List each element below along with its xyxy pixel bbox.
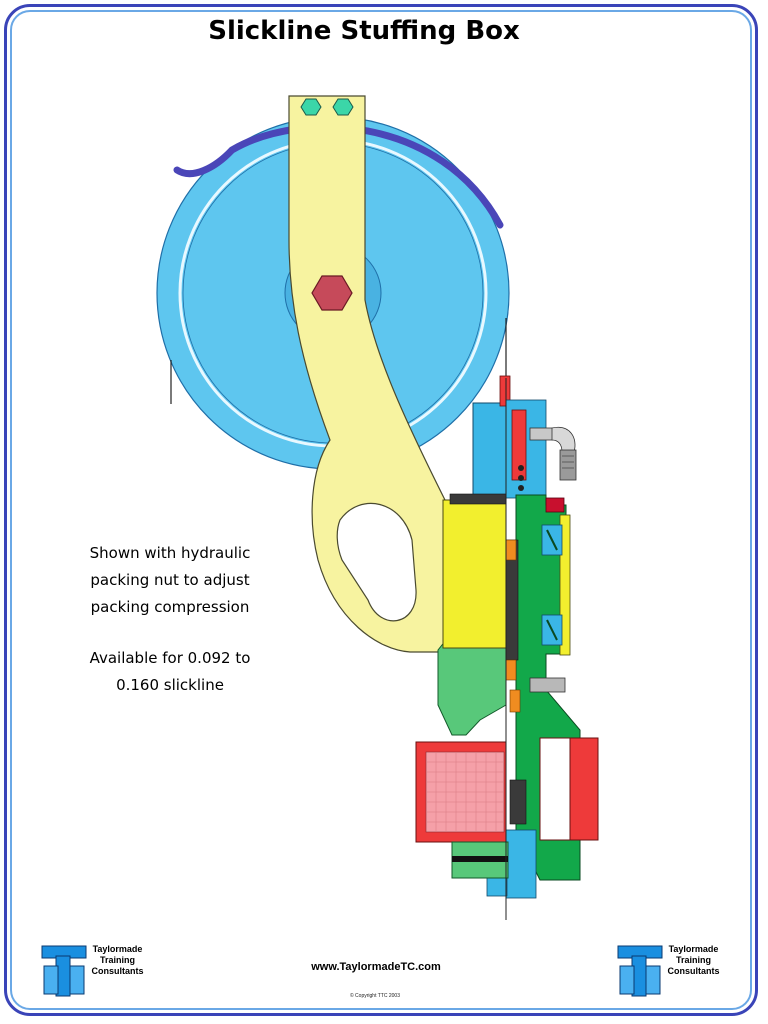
caption-line: packing nut to adjust [90,571,250,589]
logo-line: Taylormade [92,944,143,954]
sheave-hex-bolt [311,275,353,311]
caption-line: 0.160 slickline [116,676,224,694]
packing-ring-bottom [505,659,517,681]
nut-right-sleeve [559,514,571,656]
side-port-fitting [529,677,566,693]
guide-bolt-right [332,98,354,116]
packing-ring-lower [509,689,521,713]
packing-ring-top [505,539,517,561]
logo-right: Taylormade Training Consultants [616,944,734,998]
logo-line: Consultants [667,966,720,976]
logo-wordmark: Taylormade Training Consultants [75,944,160,977]
hydraulic-elbow-fitting [529,426,577,481]
nut-red-top [545,497,565,513]
arm-slot [336,502,417,622]
logo-wordmark: Taylormade Training Consultants [651,944,736,977]
logo-line: Consultants [91,966,144,976]
lower-seal [509,779,527,825]
right-union-nut [569,737,599,841]
footer-url[interactable]: www.TaylormadeTC.com [311,961,441,973]
caption-line: Shown with hydraulic [89,544,251,562]
body-lower-left [437,639,507,736]
wire-guard [173,123,504,229]
o-ring [452,856,508,862]
stem-cap [499,375,511,407]
page-frame-outer [4,4,758,1016]
logo-left: Taylormade Training Consultants [40,944,158,998]
lower-stem [486,875,508,897]
caption-line: packing compression [90,598,250,616]
logo-line: Taylormade [668,944,719,954]
caption-availability: Available for 0.092 to 0.160 slickline [70,645,270,699]
hydraulic-packing-nut [442,499,507,649]
footer-copyright: © Copyright TTC 2003 [349,993,400,999]
page-title: Slickline Stuffing Box [208,16,520,46]
caption-hydraulic-nut: Shown with hydraulic packing nut to adju… [70,540,270,621]
caption-line: Available for 0.092 to [89,649,251,667]
lower-sleeve [505,829,537,899]
upper-stem [472,402,507,504]
page-frame-inner [10,10,752,1010]
logo-line: Training [675,955,711,965]
logo-line: Training [99,955,135,965]
ttc-logo-icon [617,945,663,997]
nut-top-ring [449,493,507,505]
sheave-arm [288,95,447,653]
ttc-logo-icon [41,945,87,997]
guide-bolt-left [300,98,322,116]
